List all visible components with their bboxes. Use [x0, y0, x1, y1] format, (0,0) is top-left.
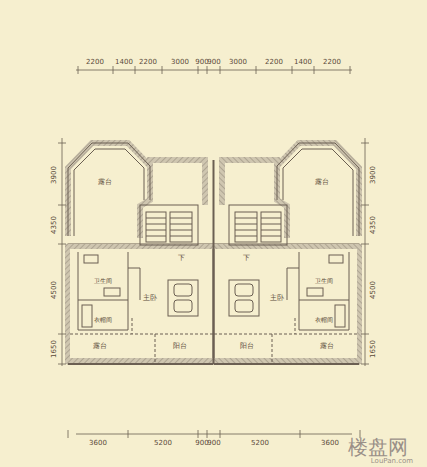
- dimension: 4350: [370, 216, 377, 234]
- dimension: 3900: [51, 166, 58, 184]
- dimension: 3600: [89, 440, 107, 447]
- room-label: 卫生间: [94, 278, 112, 284]
- dimension: 4500: [51, 281, 58, 299]
- watermark: 楼盘网: [348, 437, 408, 457]
- dimension: 1650: [370, 340, 377, 358]
- room-label: 卫生间: [315, 278, 333, 284]
- dimension: 2200: [86, 59, 104, 66]
- dimension: 3600: [321, 440, 339, 447]
- room-label: 下: [243, 255, 250, 262]
- room-label: 衣帽间: [315, 317, 333, 323]
- dimension: 1650: [51, 340, 58, 358]
- room-label: 阳台: [240, 343, 254, 350]
- dimension: 900: [195, 59, 208, 66]
- dimension: 900: [195, 440, 208, 447]
- dimension: 4350: [51, 216, 58, 234]
- dimension: 4500: [370, 281, 377, 299]
- dimension: 5200: [154, 440, 172, 447]
- watermark: LouPan.com: [371, 458, 413, 465]
- dimension: 900: [207, 440, 220, 447]
- dimension: 900: [207, 59, 220, 66]
- dimension: 1400: [294, 59, 312, 66]
- room-label: 主卧: [270, 295, 284, 302]
- dimension: 2200: [139, 59, 157, 66]
- dimension: 1400: [115, 59, 133, 66]
- room-label: 衣帽间: [94, 317, 112, 323]
- room-label: 露台: [98, 179, 112, 186]
- dimension: 3000: [171, 59, 189, 66]
- dimension: 3900: [370, 166, 377, 184]
- room-label: 主卧: [143, 295, 157, 302]
- room-label: 露台: [320, 343, 334, 350]
- dimension: 2200: [323, 59, 341, 66]
- room-label: 露台: [315, 179, 329, 186]
- dimension: 3000: [229, 59, 247, 66]
- room-label: 阳台: [173, 343, 187, 350]
- dimension: 5200: [251, 440, 269, 447]
- room-label: 下: [178, 255, 185, 262]
- room-label: 露台: [93, 343, 107, 350]
- dimension: 2200: [265, 59, 283, 66]
